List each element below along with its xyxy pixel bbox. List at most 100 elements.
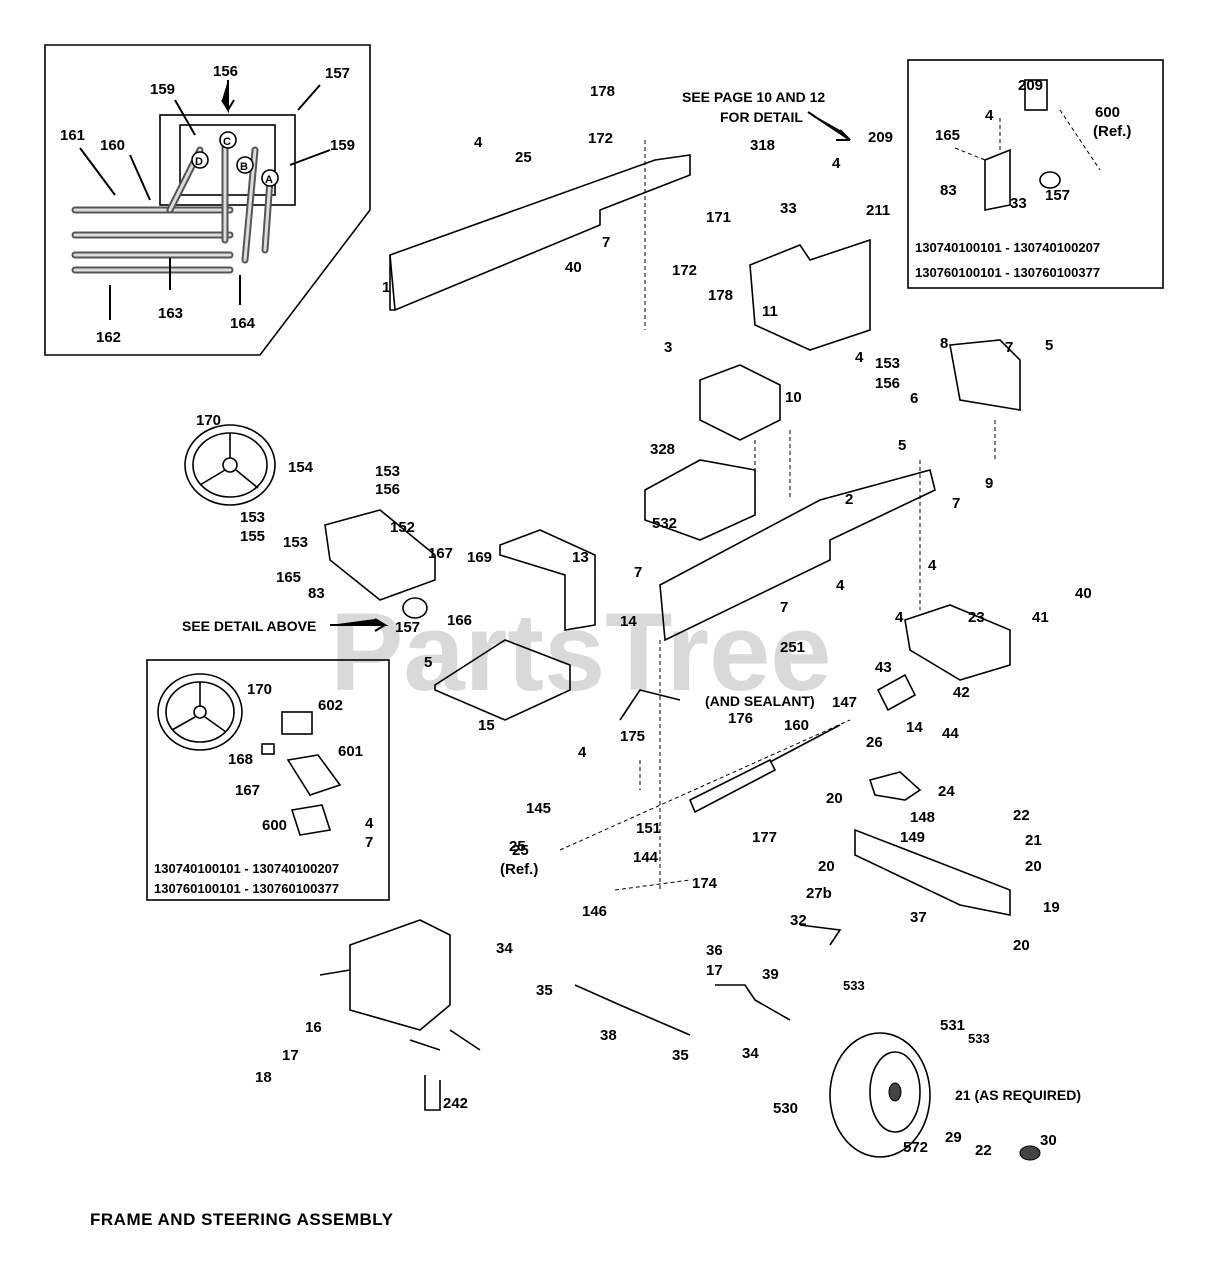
part-label: 167 [235,782,260,799]
part-label: 170 [247,681,272,698]
part-label: 27b [806,885,832,902]
part-label: 16 [305,1019,322,1036]
part-label: 22 [975,1142,992,1159]
see-page-note: SEE PAGE 10 AND 12 [682,89,825,105]
part-label: 533 [968,1031,990,1046]
part-label: 7 [365,834,373,851]
part-label: 14 [906,719,923,736]
part-label: 36 [706,942,723,959]
part-label: 4 [895,609,904,626]
part-label: 14 [620,613,637,630]
part-label: 572 [903,1139,928,1156]
part-label: 34 [496,940,513,957]
part-label: 37 [910,909,927,926]
part-label: 4 [836,577,845,594]
part-label: 42 [953,684,970,701]
part-label: 4 [365,815,374,832]
part-label: 157 [325,65,350,82]
part-label: 8 [940,335,948,352]
part-label: 209 [868,129,893,146]
arrow-icon [174,99,196,136]
part-label: 20 [818,858,835,875]
part-label: 533 [843,978,865,993]
part-label: 176 [728,710,753,727]
part-label: 7 [780,599,788,616]
part-label: 157 [395,619,420,636]
part-label: 163 [158,305,183,322]
ref-label: (Ref.) [500,861,538,878]
part-label: 32 [790,912,807,929]
part-label: 162 [96,329,121,346]
part-label: 602 [318,697,343,714]
part-label: 242 [443,1095,468,1112]
ref-label: (Ref.) [1093,123,1131,140]
part-label: 160 [100,137,125,154]
main-frame-drawing [184,140,1041,1161]
part-label: 175 [620,728,645,745]
part-label: 9 [985,475,993,492]
arrow-icon [297,84,321,111]
part-label: 22 [1013,807,1030,824]
part-label: 26 [866,734,883,751]
part-label: 166 [447,612,472,629]
serial-range: 130740100101 - 130740100207 [154,861,339,876]
part-label: 4 [832,155,841,172]
part-label: 4 [985,107,994,124]
part-label: 39 [762,966,779,983]
arrow-icon [221,80,235,114]
part-label: 25 [515,149,532,166]
part-label: 43 [875,659,892,676]
part-label: 155 [240,528,265,545]
part-label: 30 [1040,1132,1057,1149]
part-label: 44 [942,725,959,742]
part-label: 156 [375,481,400,498]
part-label: 15 [478,717,495,734]
valve-block-drawing: D C B A [71,114,296,274]
part-label: 5 [424,654,432,671]
as-required-note: 21 (AS REQUIRED) [955,1087,1081,1103]
part-label: 178 [590,83,615,100]
part-label: 38 [600,1027,617,1044]
part-label: 161 [60,127,85,144]
svg-text:C: C [223,136,231,148]
part-label: 153 [875,355,900,372]
part-label: 171 [706,209,731,226]
steering-detail-drawing [157,673,342,836]
part-label: 170 [196,412,221,429]
arrow-icon [807,111,851,141]
part-label: 34 [742,1045,759,1062]
part-label: 600 [262,817,287,834]
part-label: 18 [255,1069,272,1086]
part-label: 35 [536,982,553,999]
part-label: 164 [230,315,256,332]
part-label: 211 [866,202,890,219]
part-label: 328 [650,441,675,458]
for-detail-note: FOR DETAIL [720,109,803,125]
part-label: 156 [213,63,238,80]
inset-left-frame [146,659,390,901]
part-label: 177 [752,829,777,846]
part-label: 153 [283,534,308,551]
part-label: 25 [509,838,526,855]
ref-part-label: 25 [512,842,529,859]
ref-part-label: 600 [1095,104,1120,121]
part-label: 531 [940,1017,965,1034]
part-label: 144 [633,849,659,866]
bracket-detail-drawing [954,79,1101,211]
part-label: 152 [390,519,415,536]
part-label: 23 [968,609,985,626]
part-label: 19 [1043,899,1060,916]
part-label: 7 [1005,339,1013,356]
part-label: 157 [1045,187,1070,204]
part-label: 3 [664,339,672,356]
part-label: 2 [845,491,853,508]
part-label: 148 [910,809,935,826]
part-label: 33 [1010,195,1027,212]
part-label: 21 [1025,832,1042,849]
part-label: 147 [832,694,857,711]
part-label: 10 [785,389,802,406]
part-label: 1 [382,279,390,296]
part-label: 20 [1013,937,1030,954]
svg-text:A: A [265,174,273,186]
